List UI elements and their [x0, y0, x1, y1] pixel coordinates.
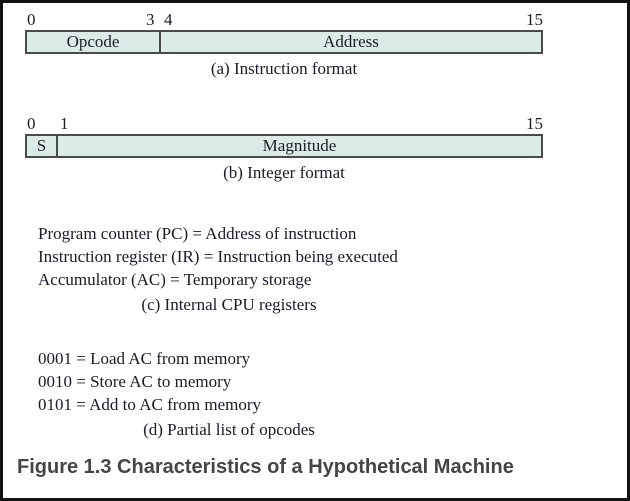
- bit-label-0: 0: [27, 10, 36, 29]
- instruction-format-caption: (a) Instruction format: [210, 59, 358, 78]
- integer-format-caption: (b) Integer format: [223, 163, 345, 182]
- bit-label-15: 15: [526, 114, 543, 133]
- opcode-line-load: 0001 = Load AC from memory: [38, 349, 251, 368]
- address-field: Address: [323, 32, 379, 51]
- instruction-format-bar: Opcode Address: [25, 30, 543, 54]
- figure-title: Figure 1.3 Characteristics of a Hypothet…: [17, 456, 514, 478]
- sign-field: S: [27, 136, 58, 156]
- bit-label-0: 0: [27, 114, 36, 133]
- integer-format-bit-labels: 0 1 15: [25, 114, 543, 134]
- bit-label-4: 4: [164, 10, 173, 29]
- opcode-line-add: 0101 = Add to AC from memory: [38, 395, 262, 414]
- instruction-format-bit-labels: 0 3 4 15: [25, 10, 543, 30]
- integer-format-bar: S Magnitude: [25, 134, 543, 158]
- opcode-line-store: 0010 = Store AC to memory: [38, 372, 232, 391]
- register-line-ir: Instruction register (IR) = Instruction …: [38, 247, 398, 266]
- bit-label-3: 3: [146, 10, 155, 29]
- register-line-pc: Program counter (PC) = Address of instru…: [38, 224, 357, 243]
- cpu-registers-list: Program counter (PC) = Address of instru…: [38, 222, 627, 291]
- bit-label-1: 1: [60, 114, 69, 133]
- register-line-ac: Accumulator (AC) = Temporary storage: [38, 270, 312, 289]
- opcode-list: 0001 = Load AC from memory 0010 = Store …: [38, 347, 627, 416]
- opcode-list-caption: (d) Partial list of opcodes: [143, 420, 315, 439]
- bit-label-15: 15: [526, 10, 543, 29]
- magnitude-field: Magnitude: [262, 136, 337, 155]
- opcode-field: Opcode: [27, 32, 161, 52]
- cpu-registers-caption: (c) Internal CPU registers: [141, 295, 317, 314]
